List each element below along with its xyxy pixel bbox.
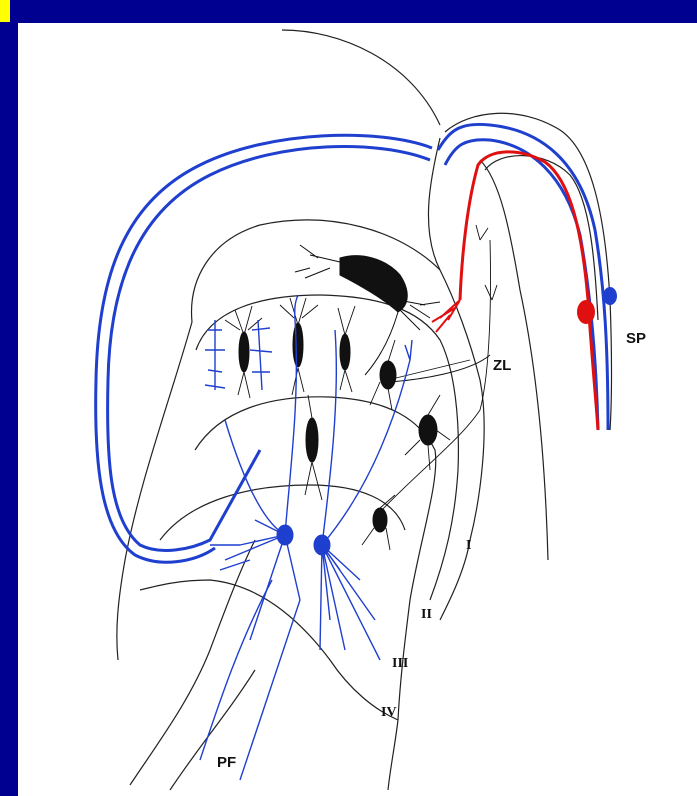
black-neurons <box>225 225 497 550</box>
label-layer-iv: IV <box>381 705 397 720</box>
blue-ganglion <box>603 287 617 305</box>
label-layer-ii: II <box>421 607 432 622</box>
label-pf: PF <box>217 754 236 771</box>
pf-left <box>130 540 255 785</box>
bottom-edge <box>388 720 398 790</box>
left-edge <box>117 322 192 660</box>
red-pathway <box>432 152 598 430</box>
label-zl: ZL <box>493 357 511 374</box>
label-layer-iii: III <box>392 656 408 671</box>
label-sp: SP <box>626 330 646 347</box>
layer-outlines <box>117 30 612 790</box>
layer-iv-outline <box>140 580 398 720</box>
blue-pathway <box>96 124 608 562</box>
horizontal-neuron <box>340 256 407 312</box>
outline-zl-inner <box>428 138 484 620</box>
red-ganglion <box>577 300 595 324</box>
outline-inner-right <box>480 160 548 560</box>
label-layer-i: I <box>466 538 471 553</box>
top-arc <box>282 30 440 125</box>
